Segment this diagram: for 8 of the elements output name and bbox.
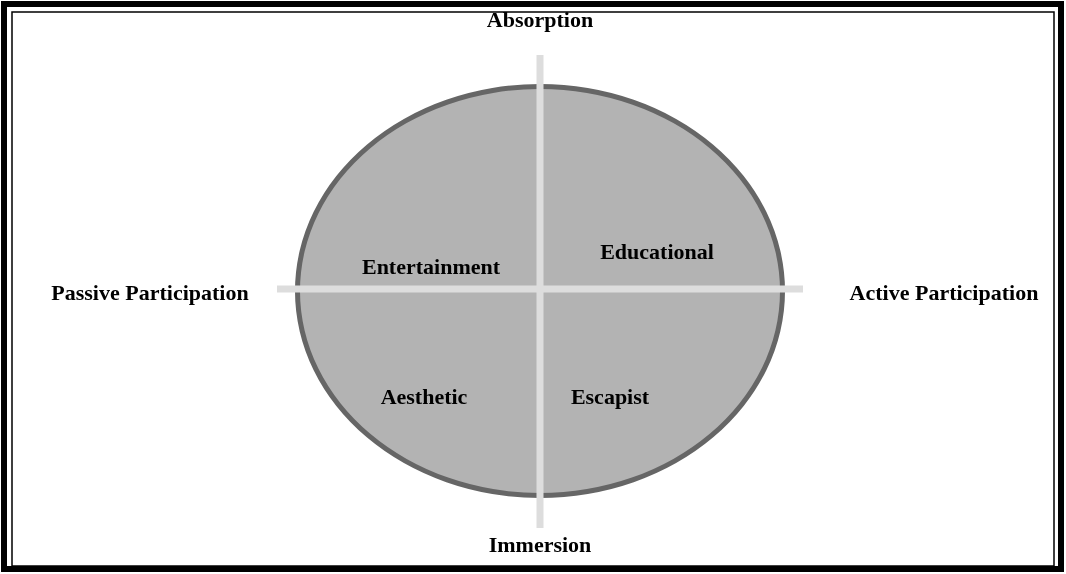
quadrant-label: Escapist	[570, 384, 650, 410]
axis-label: Passive Participation	[51, 280, 249, 306]
quadrant-label: Educational	[600, 239, 714, 265]
quadrant-label: Aesthetic	[380, 384, 468, 410]
axis-label: Immersion	[488, 532, 592, 558]
axis-label: Absorption	[486, 7, 594, 33]
axis-label: Active Participation	[849, 280, 1039, 306]
quadrant-label: Entertainment	[361, 254, 501, 280]
